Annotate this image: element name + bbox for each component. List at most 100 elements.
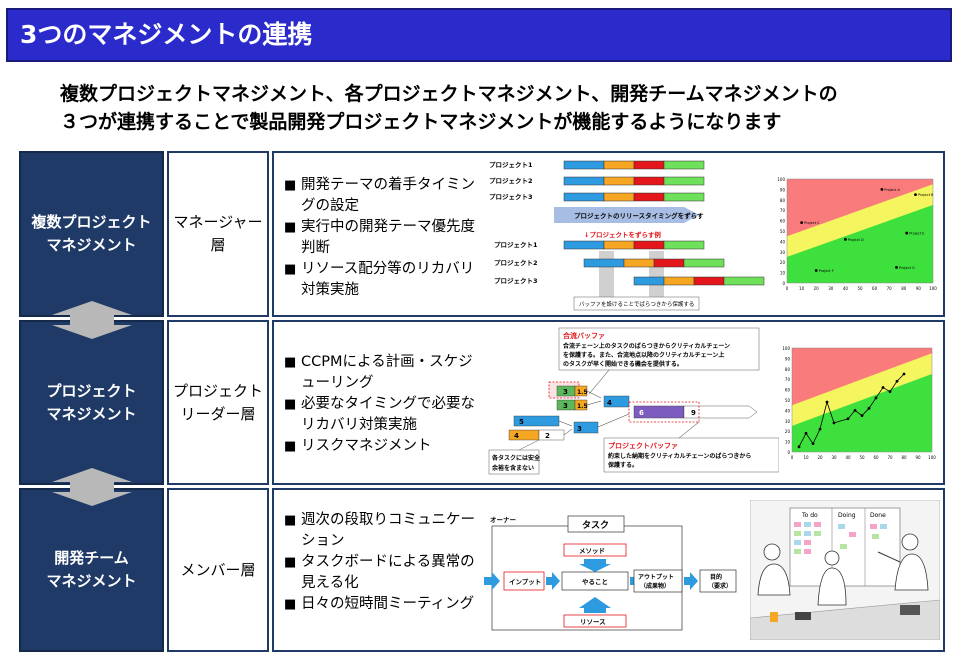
- gantt-label: プロジェクト3: [489, 192, 533, 201]
- x-tick-label: 30: [831, 455, 837, 460]
- x-tick-label: 50: [859, 455, 865, 460]
- merge-buffer-title: 合流バッファ: [562, 331, 605, 340]
- role-member: メンバー層: [167, 488, 269, 652]
- owner-label: オーナー: [490, 516, 516, 524]
- data-point: [895, 379, 899, 383]
- page-title: 3つのマネジメントの連携: [6, 8, 952, 62]
- y-tick-label: 30: [785, 419, 791, 424]
- input-label: インプット: [509, 577, 541, 586]
- data-point: [853, 409, 857, 412]
- merge-buffer-text: を保護する。また、合流地点以降のクリティカルチェーン上: [563, 351, 724, 359]
- gantt-label: プロジェクト2: [489, 176, 533, 185]
- data-point: [867, 406, 871, 410]
- bullet-list: CCPMによる計画・スケジューリング 必要なタイミングで必要なリカバリ対策実施 …: [284, 352, 480, 457]
- data-point: [880, 188, 884, 191]
- plot-frame: [791, 347, 933, 453]
- data-point: [825, 400, 829, 404]
- y-tick-label: 70: [780, 208, 786, 213]
- x-tick-label: 80: [901, 286, 907, 291]
- x-tick-label: 10: [799, 286, 805, 291]
- level-label: 開発チーム: [54, 549, 129, 567]
- role-label: プロジェクト: [172, 381, 263, 400]
- link-arrow-2-3: [52, 468, 132, 506]
- y-tick-label: 40: [780, 239, 786, 244]
- task-number: 3: [563, 402, 568, 410]
- data-point: [800, 221, 803, 225]
- goal-label: （要求）: [708, 582, 732, 590]
- x-tick-label: 0: [791, 455, 794, 460]
- data-point: [804, 431, 808, 435]
- resource-label: リソース: [580, 618, 606, 626]
- y-tick-label: 90: [785, 356, 791, 361]
- bullet-item: タスクボードによる異常の見える化: [284, 552, 480, 594]
- x-tick-label: 60: [873, 455, 879, 460]
- y-tick-label: 0: [782, 281, 785, 286]
- green-zone: [792, 374, 932, 452]
- y-tick-label: 70: [785, 377, 791, 382]
- output-label: アウトプット: [638, 573, 674, 581]
- role-label: リーダー層: [180, 404, 256, 423]
- y-tick-label: 30: [780, 250, 786, 255]
- task-number: 9: [691, 409, 696, 417]
- gantt-label: プロジェクト3: [494, 276, 538, 285]
- red-zone: [787, 179, 933, 237]
- merge-buffer-text: のタスクが早く開始できる機会を提供する。: [563, 360, 683, 368]
- task-number: 4: [514, 432, 519, 440]
- task-number: 2: [545, 432, 550, 440]
- task-number: 5: [519, 418, 524, 426]
- x-tick-label: 30: [828, 286, 834, 291]
- board-column-label: To do: [801, 512, 818, 519]
- todo-label: やること: [582, 577, 608, 586]
- bullet-item: CCPMによる計画・スケジューリング: [284, 352, 480, 394]
- x-tick-label: 20: [814, 286, 820, 291]
- x-tick-label: 100: [928, 455, 936, 460]
- shift-arrow: [554, 207, 699, 223]
- x-tick-label: 80: [901, 455, 907, 460]
- x-tick-label: 40: [845, 455, 851, 460]
- y-tick-label: 20: [780, 260, 786, 265]
- gantt-label: プロジェクト1: [494, 240, 538, 249]
- task-note: 余裕を含まない: [491, 464, 534, 472]
- y-tick-label: 100: [777, 177, 785, 182]
- board-column-label: Done: [870, 512, 886, 519]
- level-label: 複数プロジェクト: [31, 213, 152, 231]
- level-label: マネジメント: [46, 236, 137, 254]
- ccpm-diagram: 合流バッファ 合流チェーン上のタスクのばらつきからクリティカルチェーン を保護す…: [488, 327, 779, 475]
- link-arrow-1-2: [52, 301, 132, 339]
- data-point: [888, 390, 892, 394]
- bullet-item: 日々の短時間ミーティング: [284, 594, 480, 615]
- y-tick-label: 60: [785, 388, 791, 393]
- multi-project-gantt: プロジェクト1 プロジェクト2 プロジェクト3 プロジェクトのリリースタイミング…: [489, 160, 765, 311]
- data-point: [881, 386, 885, 389]
- bullet-item: リソース配分等のリカバリ対策実施: [284, 259, 480, 301]
- data-point: [832, 421, 836, 425]
- level-project: プロジェクトマネジメント: [19, 320, 164, 485]
- panel-project: CCPMによる計画・スケジューリング 必要なタイミングで必要なリカバリ対策実施 …: [272, 320, 945, 485]
- data-point: [905, 231, 909, 235]
- level-label: マネジメント: [46, 572, 137, 590]
- y-tick-label: 100: [782, 346, 790, 351]
- task-box-label: タスク: [582, 519, 609, 531]
- role-label: マネージャー: [173, 213, 263, 231]
- x-tick-label: 90: [916, 286, 922, 291]
- data-point: [814, 269, 818, 272]
- headline-line-2: ３つが連携することで製品開発プロジェクトマネジメントが機能するようになります: [60, 111, 782, 133]
- output-label: （成果物）: [640, 582, 670, 590]
- y-tick-label: 80: [780, 198, 786, 203]
- data-point: [895, 266, 898, 269]
- point-label: Project A: [884, 188, 900, 192]
- panel-multi-project: 開発テーマの着手タイミングの設定 実行中の開発テーマ優先度判断 リソース配分等の…: [272, 151, 945, 317]
- x-tick-label: 70: [887, 455, 893, 460]
- task-number: 3: [577, 425, 582, 433]
- point-label: Project B: [918, 193, 934, 197]
- plot-frame: [786, 178, 934, 284]
- shift-label: プロジェクトのリリースタイミングをずらす: [574, 211, 704, 220]
- y-tick-label: 10: [785, 440, 791, 445]
- x-tick-label: 40: [843, 286, 849, 291]
- bullet-item: 実行中の開発テーマ優先度判断: [284, 217, 480, 259]
- data-point: [818, 427, 822, 431]
- point-label: Project F: [819, 269, 834, 273]
- task-number: 6: [639, 409, 644, 417]
